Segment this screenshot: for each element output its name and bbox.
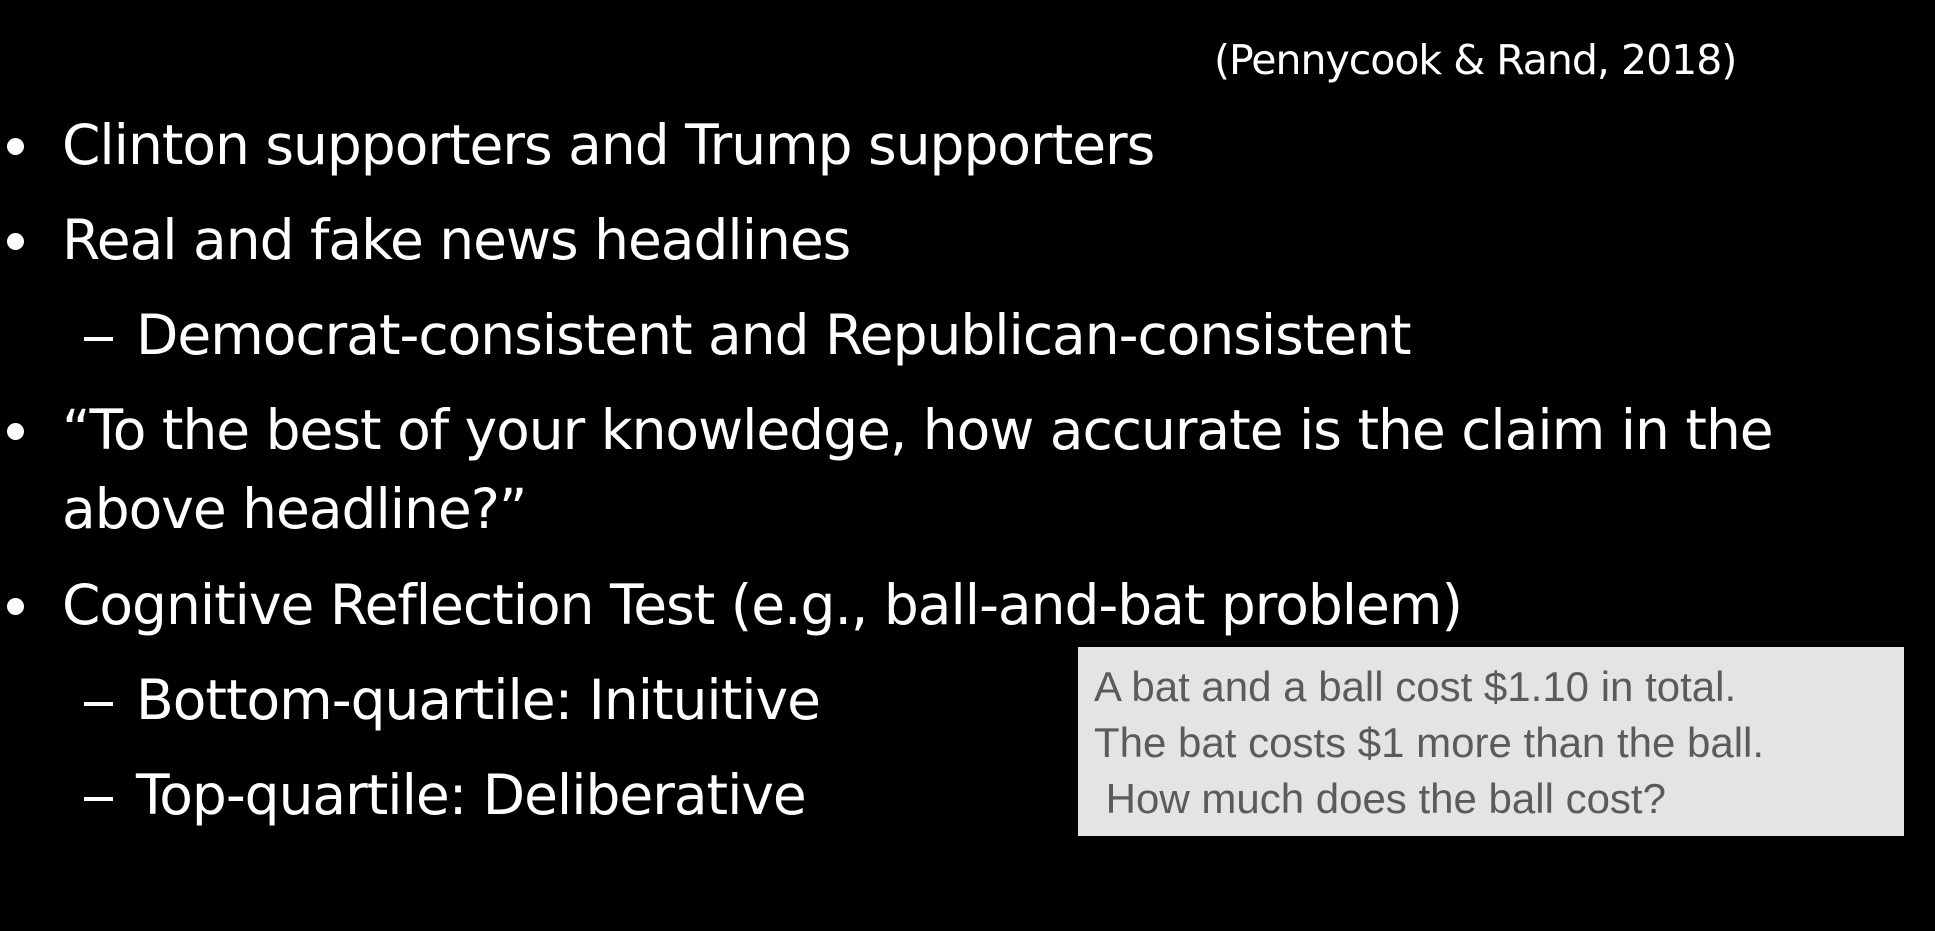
bullet-text: Clinton supporters and Trump supporters	[62, 113, 1155, 177]
dash-icon	[84, 797, 113, 801]
bullet-continuation-text: above headline?”	[62, 477, 527, 541]
dash-icon	[84, 337, 113, 341]
bullet-dot-icon	[7, 598, 24, 615]
callout-line: How much does the ball cost?	[1094, 775, 1666, 822]
bullet-dot-icon	[7, 423, 24, 440]
callout-line: The bat costs $1 more than the ball.	[1094, 719, 1765, 766]
bullet-dot-icon	[7, 233, 24, 250]
sub-bullet-text: Democrat-consistent and Republican-consi…	[136, 303, 1412, 367]
bullet-text: Real and fake news headlines	[62, 208, 851, 272]
sub-bullet-text: Bottom-quartile: Inituitive	[136, 668, 821, 732]
callout-line: A bat and a ball cost $1.10 in total.	[1094, 663, 1737, 710]
dash-icon	[84, 702, 113, 706]
sub-bullet-text: Top-quartile: Deliberative	[136, 763, 807, 827]
bullet-text: Cognitive Reflection Test (e.g., ball-an…	[62, 573, 1463, 637]
bullet-text: “To the best of your knowledge, how accu…	[62, 398, 1774, 462]
citation: (Pennycook & Rand, 2018)	[1214, 36, 1737, 84]
bullet-dot-icon	[7, 138, 24, 155]
ball-and-bat-callout: A bat and a ball cost $1.10 in total. Th…	[1078, 647, 1904, 836]
